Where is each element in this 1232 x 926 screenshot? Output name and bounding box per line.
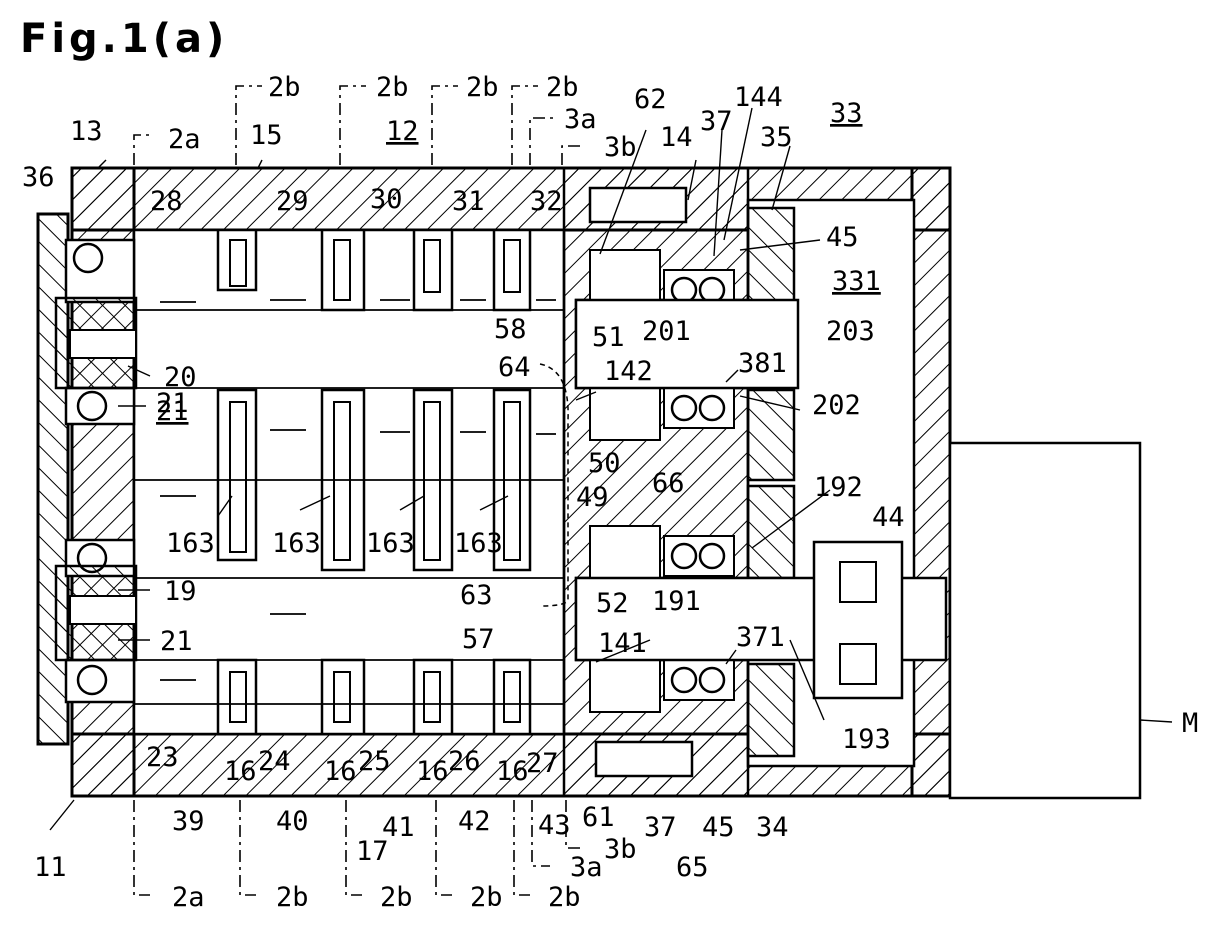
label-44: 44 xyxy=(872,502,905,533)
label-202: 202 xyxy=(812,390,861,421)
label-45a: 45 xyxy=(826,222,859,253)
label-45b: 45 xyxy=(702,812,735,843)
label-12: 12 xyxy=(386,116,419,147)
section-mark: 2b xyxy=(268,72,301,103)
label-24: 24 xyxy=(258,746,291,777)
label-141: 141 xyxy=(598,628,647,659)
label-30: 30 xyxy=(370,184,403,215)
section-mark: 2b xyxy=(470,882,503,913)
label-65: 65 xyxy=(676,852,709,883)
label-163d: 163 xyxy=(454,528,503,559)
motor-box xyxy=(950,443,1140,798)
label-163a: 163 xyxy=(166,528,215,559)
label-163c: 163 xyxy=(366,528,415,559)
label-163b: 163 xyxy=(272,528,321,559)
label-37a: 37 xyxy=(700,106,733,137)
label-51: 51 xyxy=(592,322,625,353)
label-16b: 16 xyxy=(324,756,357,787)
figure-title: Fig.1(a) xyxy=(20,16,228,62)
label-27: 27 xyxy=(526,748,559,779)
label-40: 40 xyxy=(276,806,309,837)
label-57: 57 xyxy=(462,624,495,655)
label-16c: 16 xyxy=(416,756,449,787)
section-mark: 3b xyxy=(604,834,637,865)
section-mark: 2b xyxy=(546,72,579,103)
label-371: 371 xyxy=(736,622,785,653)
label-28: 28 xyxy=(150,186,183,217)
label-49: 49 xyxy=(576,482,609,513)
label-26: 26 xyxy=(448,746,481,777)
label-32: 32 xyxy=(530,186,563,217)
label-381: 381 xyxy=(738,348,787,379)
section-mark: 2b xyxy=(380,882,413,913)
label-64: 64 xyxy=(498,352,531,383)
label-42: 42 xyxy=(458,806,491,837)
label-15: 15 xyxy=(250,120,283,151)
section-mark: 2b xyxy=(376,72,409,103)
label-61: 61 xyxy=(582,802,615,833)
label-58: 58 xyxy=(494,314,527,345)
label-191: 191 xyxy=(652,586,701,617)
label-35: 35 xyxy=(760,122,793,153)
label-25: 25 xyxy=(358,746,391,777)
label-203: 203 xyxy=(826,316,875,347)
label-11: 11 xyxy=(34,852,67,883)
label-21c: 21 xyxy=(160,626,193,657)
label-19: 19 xyxy=(164,576,197,607)
label-31: 31 xyxy=(452,186,485,217)
section-mark: 2b xyxy=(466,72,499,103)
label-66: 66 xyxy=(652,468,685,499)
section-mark: 2b xyxy=(276,882,309,913)
label-43: 43 xyxy=(538,810,571,841)
label-33: 33 xyxy=(830,98,863,129)
label-331: 331 xyxy=(832,266,881,297)
label-21b: 21 xyxy=(156,388,189,419)
label-M: M xyxy=(1182,708,1198,739)
label-193: 193 xyxy=(842,724,891,755)
label-23: 23 xyxy=(146,742,179,773)
label-52: 52 xyxy=(596,588,629,619)
label-142: 142 xyxy=(604,356,653,387)
label-34: 34 xyxy=(756,812,789,843)
label-29: 29 xyxy=(276,186,309,217)
label-39: 39 xyxy=(172,806,205,837)
section-mark: 3a xyxy=(570,852,603,883)
label-62: 62 xyxy=(634,84,667,115)
label-16d: 16 xyxy=(496,756,529,787)
cover-plate xyxy=(38,214,68,744)
label-14: 14 xyxy=(660,122,693,153)
label-144: 144 xyxy=(734,82,783,113)
label-16a: 16 xyxy=(224,756,257,787)
section-mark: 2b xyxy=(548,882,581,913)
label-13: 13 xyxy=(70,116,103,147)
label-50: 50 xyxy=(588,448,621,479)
label-36: 36 xyxy=(22,162,55,193)
section-mark: 3a xyxy=(564,104,597,135)
section-mark: 2a xyxy=(172,882,205,913)
label-192: 192 xyxy=(814,472,863,503)
section-mark: 3b xyxy=(604,132,637,163)
label-37b: 37 xyxy=(644,812,677,843)
label-41: 41 xyxy=(382,812,415,843)
label-63: 63 xyxy=(460,580,493,611)
section-mark: 2a xyxy=(168,124,201,155)
label-201: 201 xyxy=(642,316,691,347)
